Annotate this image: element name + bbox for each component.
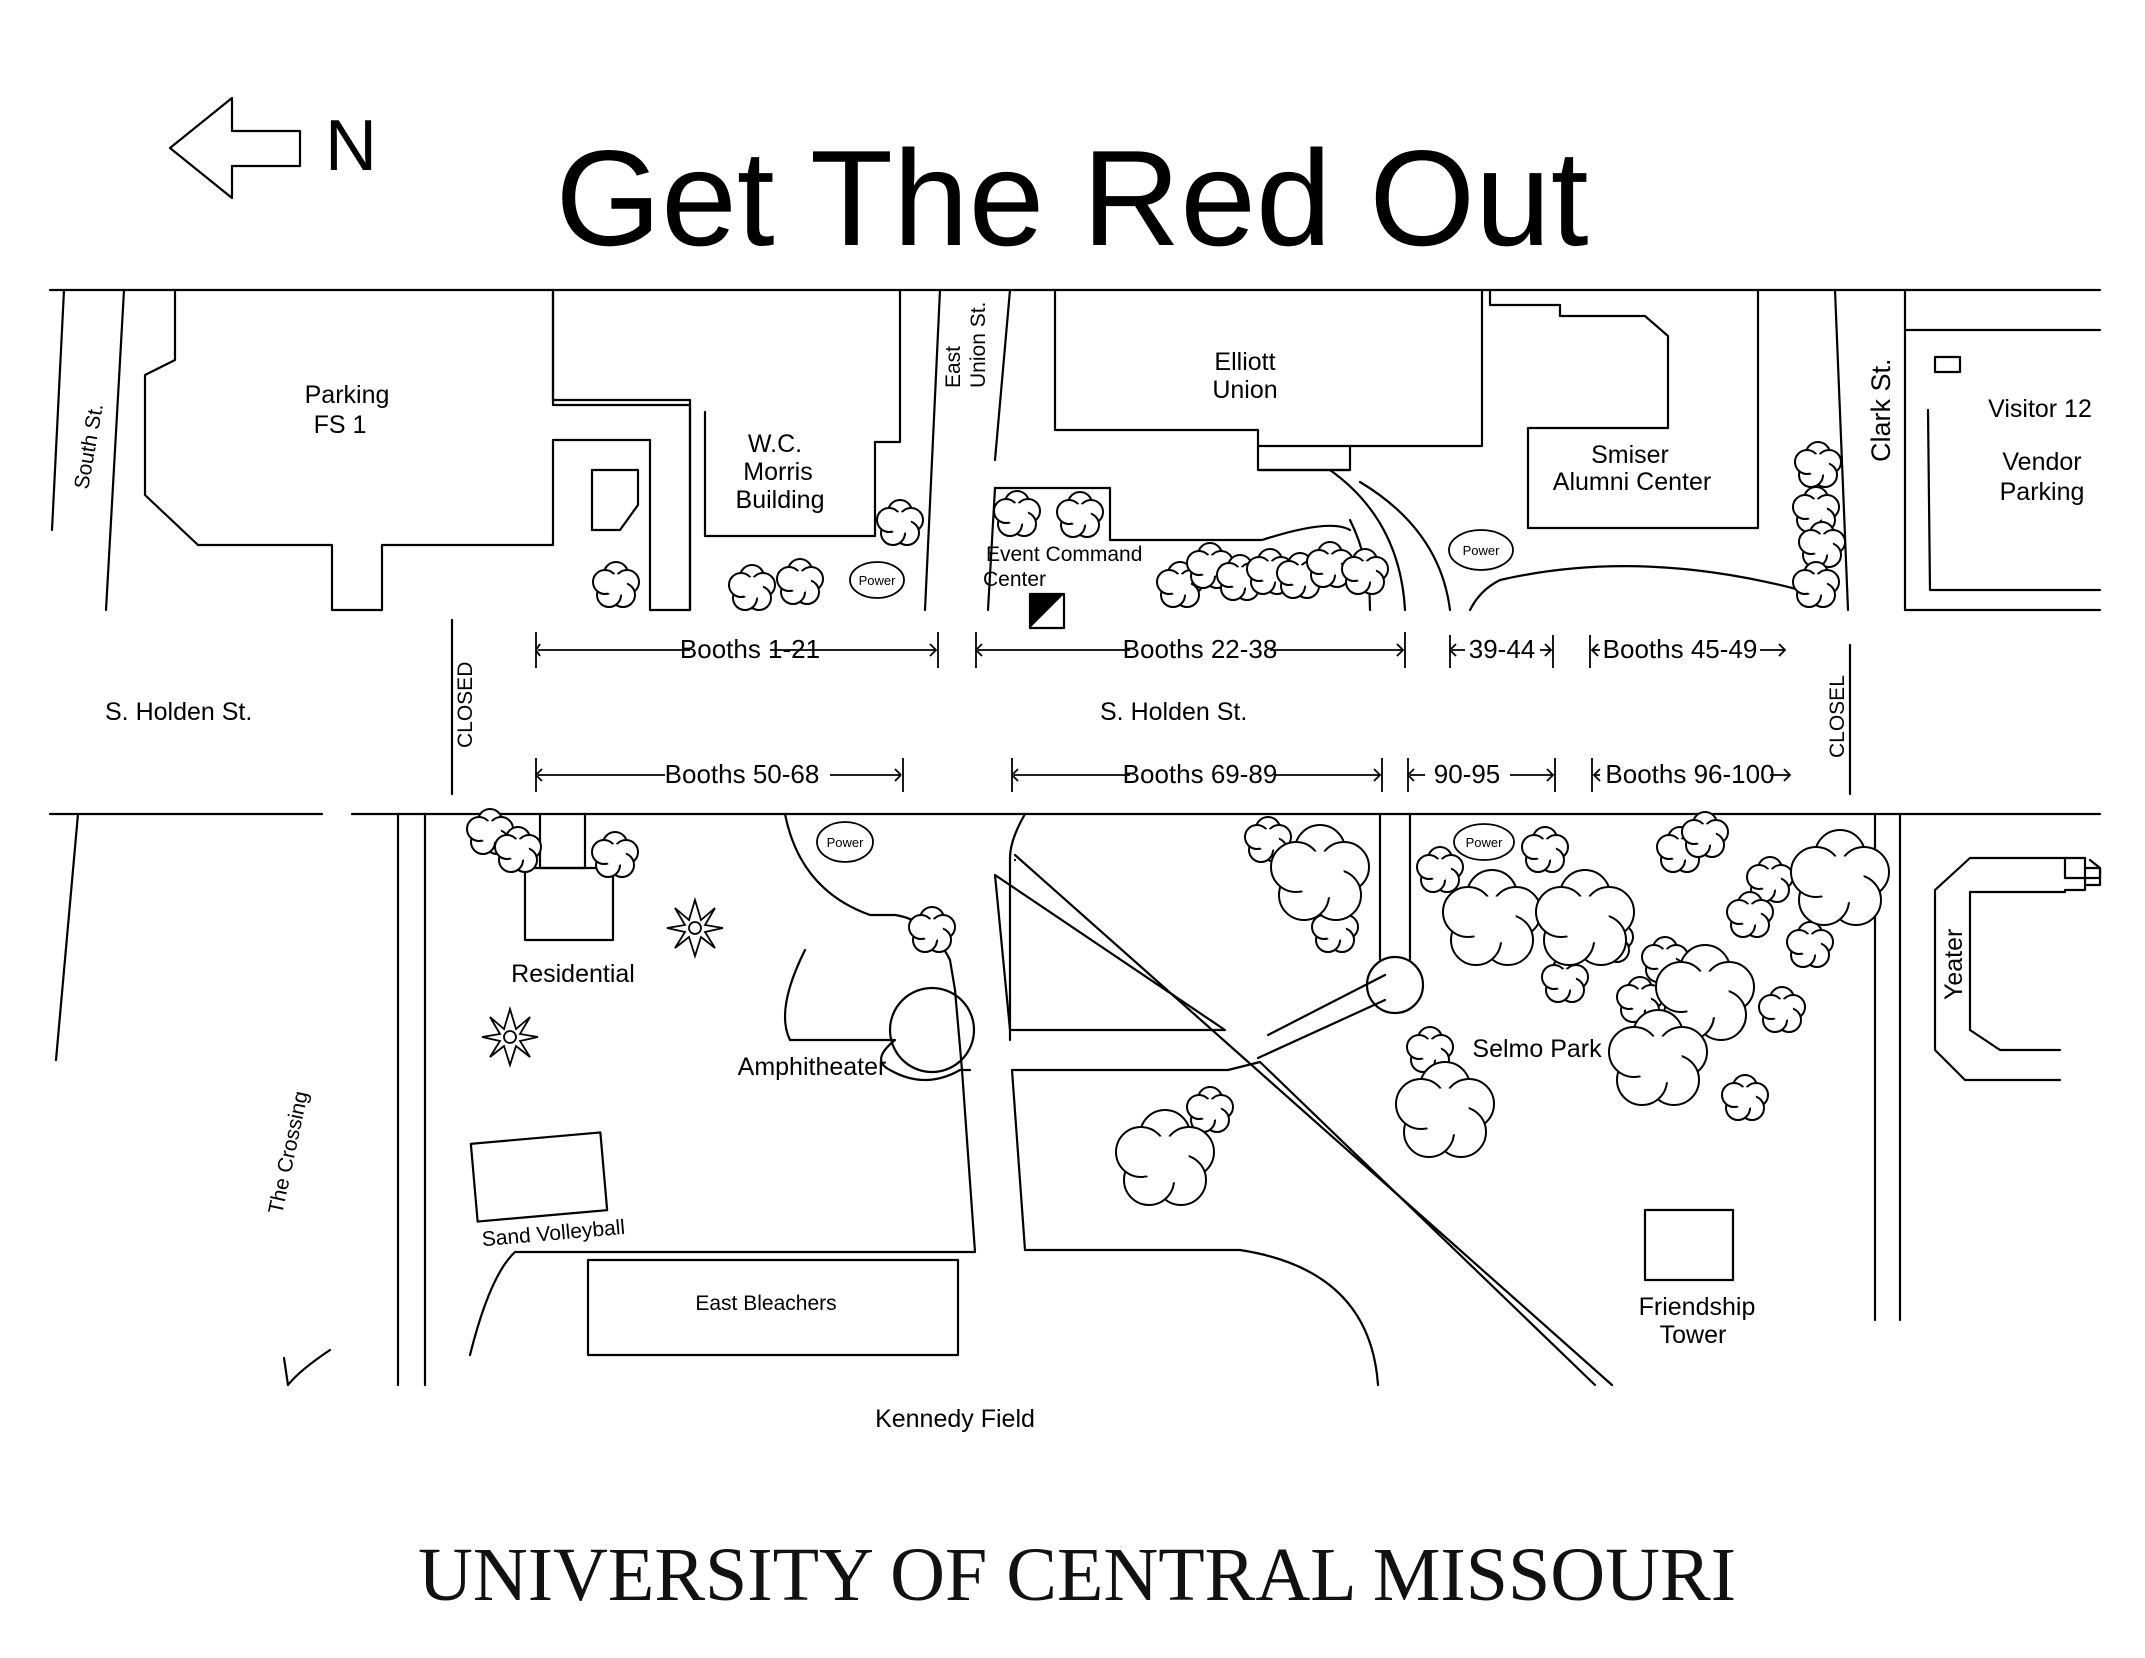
elliott-label-1: Elliott: [1214, 348, 1275, 376]
visitor-booth-box: [1933, 355, 1962, 374]
morris-label-3: Building: [736, 486, 825, 514]
selmo-walk: [1378, 812, 1412, 962]
parking-booth-shape: [590, 468, 640, 532]
south-street: [50, 288, 126, 1062]
parking-label-2: FS 1: [314, 411, 367, 439]
booths-22-38: Booths 22-38: [1123, 634, 1278, 664]
selmo-park-label: Selmo Park: [1472, 1035, 1602, 1063]
friendship-tower-box: [1643, 1208, 1735, 1282]
visitor-label-3: Parking: [2000, 478, 2085, 506]
power-label-2: Power: [1463, 543, 1501, 558]
yeater-notch: [2063, 856, 2102, 892]
visitor-parking-outline: [1903, 328, 2102, 612]
east-bleachers-label: East Bleachers: [695, 1292, 836, 1315]
command-label-1: Event Command: [986, 543, 1142, 566]
morris-label-1: W.C.: [748, 430, 802, 458]
smiser-label-2: Alumni Center: [1553, 468, 1711, 496]
booths-50-68: Booths 50-68: [665, 759, 820, 789]
east-bleachers-box: [586, 1258, 960, 1357]
kennedy-field-label: Kennedy Field: [875, 1405, 1035, 1433]
visitor-label-1: Visitor 12: [1988, 395, 2092, 423]
morris-building-outline: [551, 288, 692, 612]
amphitheater-label: Amphitheater: [738, 1053, 887, 1081]
residential-block: [396, 812, 587, 1387]
amphitheater-circle: [888, 986, 976, 1074]
parking-label-1: Parking: [305, 381, 390, 409]
east-union-label-2: Union St.: [967, 302, 990, 388]
power-label-3: Power: [827, 835, 865, 850]
triangle-lawn: [993, 873, 1227, 1032]
map-title: Get The Red Out: [555, 122, 1588, 274]
command-label-2: Center: [983, 568, 1046, 591]
selmo-circle: [1365, 955, 1425, 1015]
smiser-building: [1488, 288, 1760, 530]
closed-left-label: CLOSED: [454, 662, 477, 748]
friendship-label-1: Friendship: [1639, 1293, 1756, 1321]
trees: [466, 441, 1890, 1206]
power-ovals: [816, 529, 1515, 863]
south-st-label: South St.: [70, 402, 108, 491]
residential-building: [523, 866, 615, 942]
booths-45-49: Booths 45-49: [1603, 634, 1758, 664]
power-label-1: Power: [859, 573, 897, 588]
selmo-connector: [1256, 973, 1387, 1060]
east-union-label-1: East: [942, 346, 965, 388]
booths-90-95: 90-95: [1434, 759, 1501, 789]
booth-markers: [534, 632, 1792, 792]
amphitheater-walk: [468, 988, 977, 1357]
main-diagonal-2: [1258, 1060, 1597, 1387]
visitor-label-2: Vendor: [2002, 448, 2081, 476]
smiser-arc: [1358, 480, 1802, 612]
morris-building: [703, 288, 902, 538]
closed-right-label: CLOSEL: [1826, 675, 1849, 758]
holden-left-label: S. Holden St.: [105, 698, 252, 726]
university-wordmark: UNIVERSITY OF CENTRAL MISSOURI: [418, 1533, 1736, 1617]
parking-fs1-outline: [143, 288, 692, 612]
elliott-label-2: Union: [1212, 376, 1277, 404]
lower-lawn: [1010, 1060, 1380, 1387]
yeater-building: [1873, 812, 2102, 1322]
sand-volleyball-label: Sand Volleyball: [481, 1216, 626, 1251]
booths-96-100: Booths 96-100: [1605, 759, 1774, 789]
morris-label-2: Morris: [743, 458, 812, 486]
north-label: N: [325, 106, 377, 186]
diagonal-walk: [1008, 812, 1027, 1042]
north-arrow-icon: [168, 96, 302, 200]
sand-volleyball-court: [469, 1131, 609, 1223]
command-center-icon: [1028, 592, 1066, 630]
clark-st-label: Clark St.: [1866, 358, 1896, 462]
the-crossing-label: The Crossing: [264, 1089, 312, 1216]
main-diagonal: [1013, 853, 1614, 1387]
residential-label: Residential: [511, 960, 635, 988]
booths-69-89: Booths 69-89: [1123, 759, 1278, 789]
friendship-label-2: Tower: [1660, 1321, 1727, 1349]
yeater-label: Yeater: [1940, 929, 1968, 1000]
power-label-4: Power: [1466, 835, 1504, 850]
command-area: [993, 486, 1352, 542]
residential-path: [282, 1348, 332, 1387]
smiser-label-1: Smiser: [1591, 441, 1669, 469]
holden-mid-label: S. Holden St.: [1100, 698, 1247, 726]
booths-39-44: 39-44: [1469, 634, 1536, 664]
booths-1-21: Booths 1-21: [680, 634, 820, 664]
